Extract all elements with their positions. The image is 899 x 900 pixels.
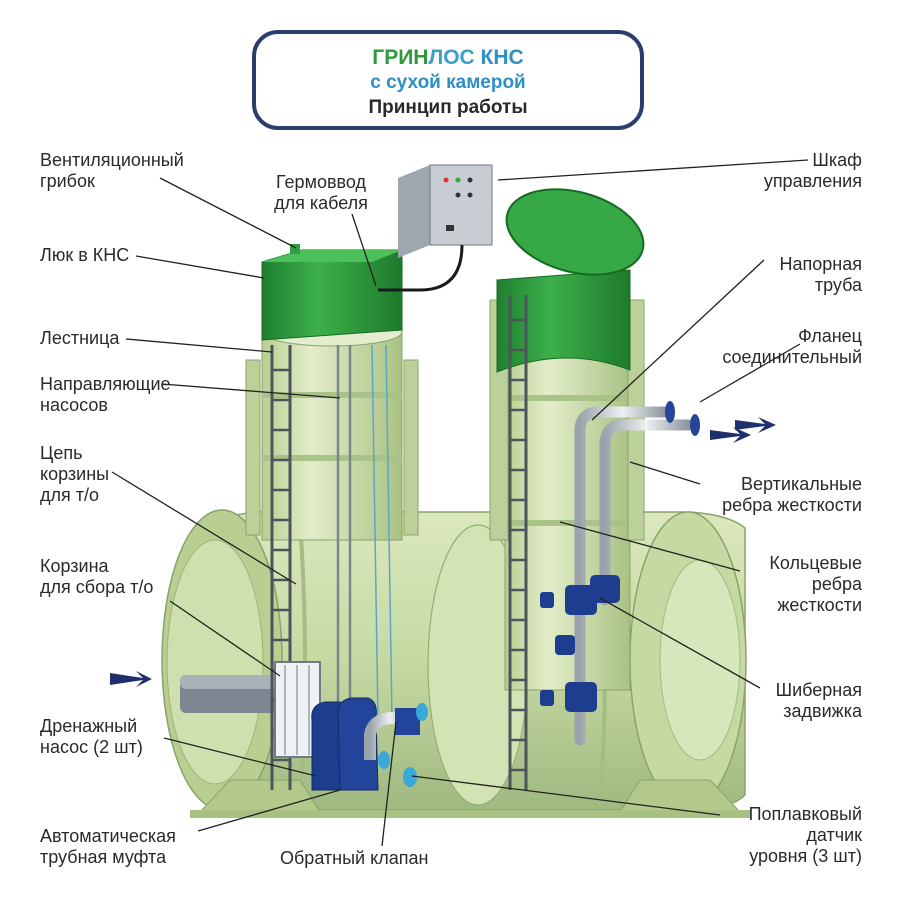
left-shaft — [245, 317, 419, 541]
label-guides: Направляющие насосов — [40, 374, 171, 415]
gate-valves — [540, 575, 620, 712]
label-chain: Цепь корзины для т/о — [40, 443, 110, 505]
vent-mushroom — [290, 244, 300, 254]
title-box: ГРИНЛОС КНС с сухой камерой Принцип рабо… — [252, 30, 644, 130]
ladder-right — [508, 295, 528, 790]
pressure-pipes — [474, 406, 694, 748]
label-gate-valve: Шиберная задвижка — [775, 680, 862, 721]
check-valve-body — [395, 708, 420, 735]
float-sensors — [378, 703, 428, 787]
outflow-arrow-icon — [710, 417, 776, 443]
label-float-sensor: Поплавковый датчик уровня (3 шт) — [748, 804, 862, 866]
label-coupling: Автоматическая трубная муфта — [40, 826, 176, 867]
brand-green: ГРИН — [372, 46, 429, 69]
label-ring-ribs: Кольцевые ребра жесткости — [769, 553, 862, 615]
label-cable: Гермоввод для кабеля — [274, 172, 368, 213]
drain-pumps — [311, 697, 379, 791]
inlet-pipe — [180, 675, 280, 713]
label-hatch: Люк в КНС — [40, 245, 130, 265]
label-check-valve: Обратный клапан — [280, 848, 429, 868]
leader-lines — [111, 159, 809, 847]
brand-blue: КНС — [474, 46, 524, 69]
label-drain-pump: Дренажный насос (2 шт) — [40, 716, 143, 757]
title-brand: ГРИНЛОС КНС — [256, 46, 640, 70]
label-pressure-pipe: Напорная труба — [779, 254, 862, 295]
brand-lite: ЛОС — [428, 46, 475, 69]
manhole-lid — [505, 188, 645, 276]
pump-guides — [336, 344, 393, 721]
control-cabinet — [398, 164, 493, 258]
flanges — [665, 401, 700, 436]
label-vent: Вентиляционный грибок — [40, 150, 184, 191]
label-basket: Корзина для сбора т/о — [40, 556, 154, 597]
inflow-arrow-icon — [110, 671, 152, 687]
label-flange: Фланец соединительный — [722, 326, 862, 367]
title-subtitle: с сухой камерой — [370, 72, 526, 93]
label-ladder: Лестница — [40, 328, 120, 348]
title-caption: Принцип работы — [368, 97, 528, 118]
hatch-box — [261, 244, 403, 341]
label-vertical-ribs: Вертикальные ребра жесткости — [722, 474, 862, 515]
discharge-pipe — [364, 712, 410, 760]
cable — [378, 244, 464, 292]
label-cabinet: Шкаф управления — [763, 150, 862, 191]
